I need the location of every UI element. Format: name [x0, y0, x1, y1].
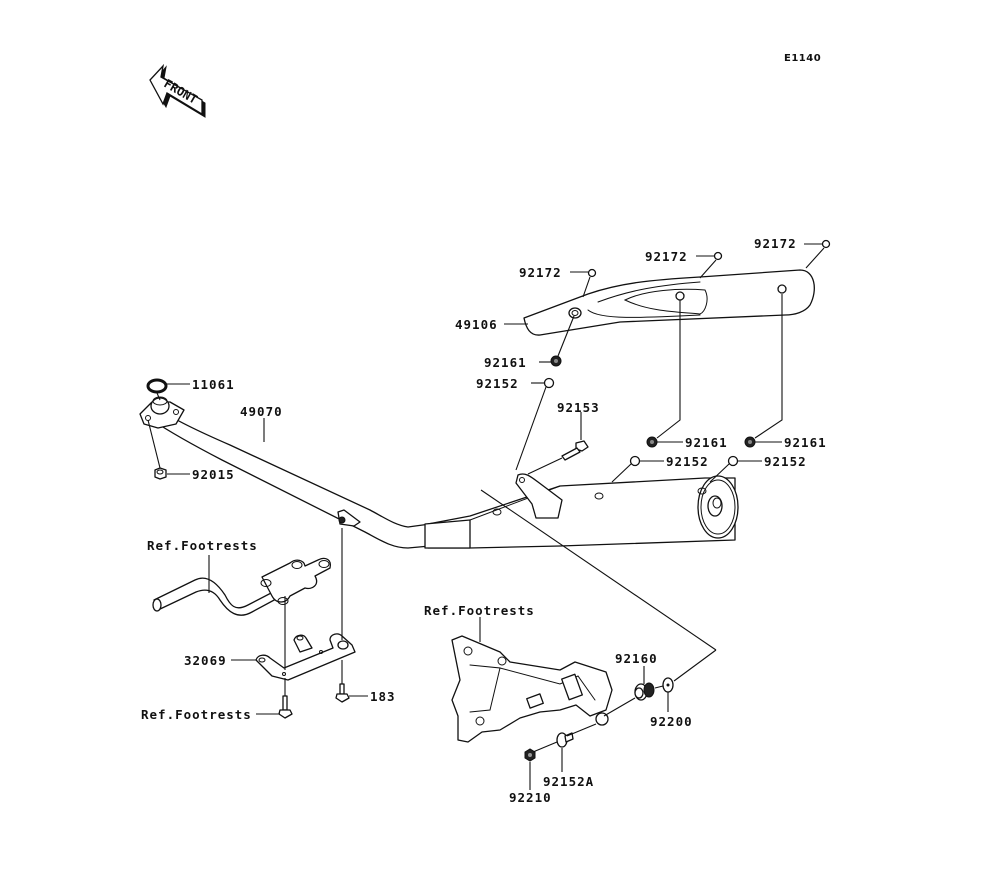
label-92172-c: 92172 — [754, 236, 797, 251]
label-92015: 92015 — [192, 467, 235, 482]
label-ref-footrests-left: Ref.Footrests — [147, 538, 258, 553]
nut-92210 — [524, 748, 536, 762]
label-11061: 11061 — [192, 377, 235, 392]
right-footrest-bracket — [451, 635, 613, 743]
label-ref-footrests-right: Ref.Footrests — [424, 603, 535, 618]
label-92152A: 92152A — [543, 774, 594, 789]
nut-92015 — [154, 467, 167, 480]
label-183: 183 — [370, 689, 396, 704]
label-92200: 92200 — [650, 714, 693, 729]
label-92152-c: 92152 — [764, 454, 807, 469]
label-92161-c: 92161 — [784, 435, 827, 450]
label-92172-a: 92172 — [519, 265, 562, 280]
gasket-11061 — [146, 378, 168, 394]
bolt-92153 — [561, 440, 589, 461]
collar-92152A — [556, 732, 574, 748]
screw-92172-b — [713, 251, 723, 261]
muffler — [424, 473, 739, 549]
leader-lines — [147, 243, 825, 790]
label-92161-a: 92161 — [484, 355, 527, 370]
label-92161-b: 92161 — [685, 435, 728, 450]
bolt-183 — [335, 683, 350, 703]
diagram-code: E1140 — [784, 53, 821, 64]
screw-92172-c — [821, 239, 831, 249]
footrest-bar — [152, 557, 332, 616]
collar-92152-a — [543, 377, 555, 389]
washer-92200 — [662, 677, 674, 693]
collar-92152-b — [629, 455, 641, 467]
label-49106: 49106 — [455, 317, 498, 332]
label-92160: 92160 — [615, 651, 658, 666]
label-32069: 32069 — [184, 653, 227, 668]
label-92152-a: 92152 — [476, 376, 519, 391]
label-49070: 49070 — [240, 404, 283, 419]
label-92210: 92210 — [509, 790, 552, 805]
rubber-damper-92160 — [634, 682, 655, 701]
label-92153: 92153 — [557, 400, 600, 415]
heat-shield-49106 — [523, 269, 815, 336]
bolt-ref-footrests — [278, 695, 293, 719]
bracket-32069 — [255, 633, 356, 681]
exhaust-header-pipe — [139, 396, 431, 549]
label-92152-b: 92152 — [666, 454, 709, 469]
screw-92172-a — [587, 268, 597, 278]
label-92172-b: 92172 — [645, 249, 688, 264]
front-arrow-icon: FRONT — [149, 63, 206, 118]
label-ref-footrests-bolt: Ref.Footrests — [141, 707, 252, 722]
collar-92152-c — [727, 455, 739, 467]
